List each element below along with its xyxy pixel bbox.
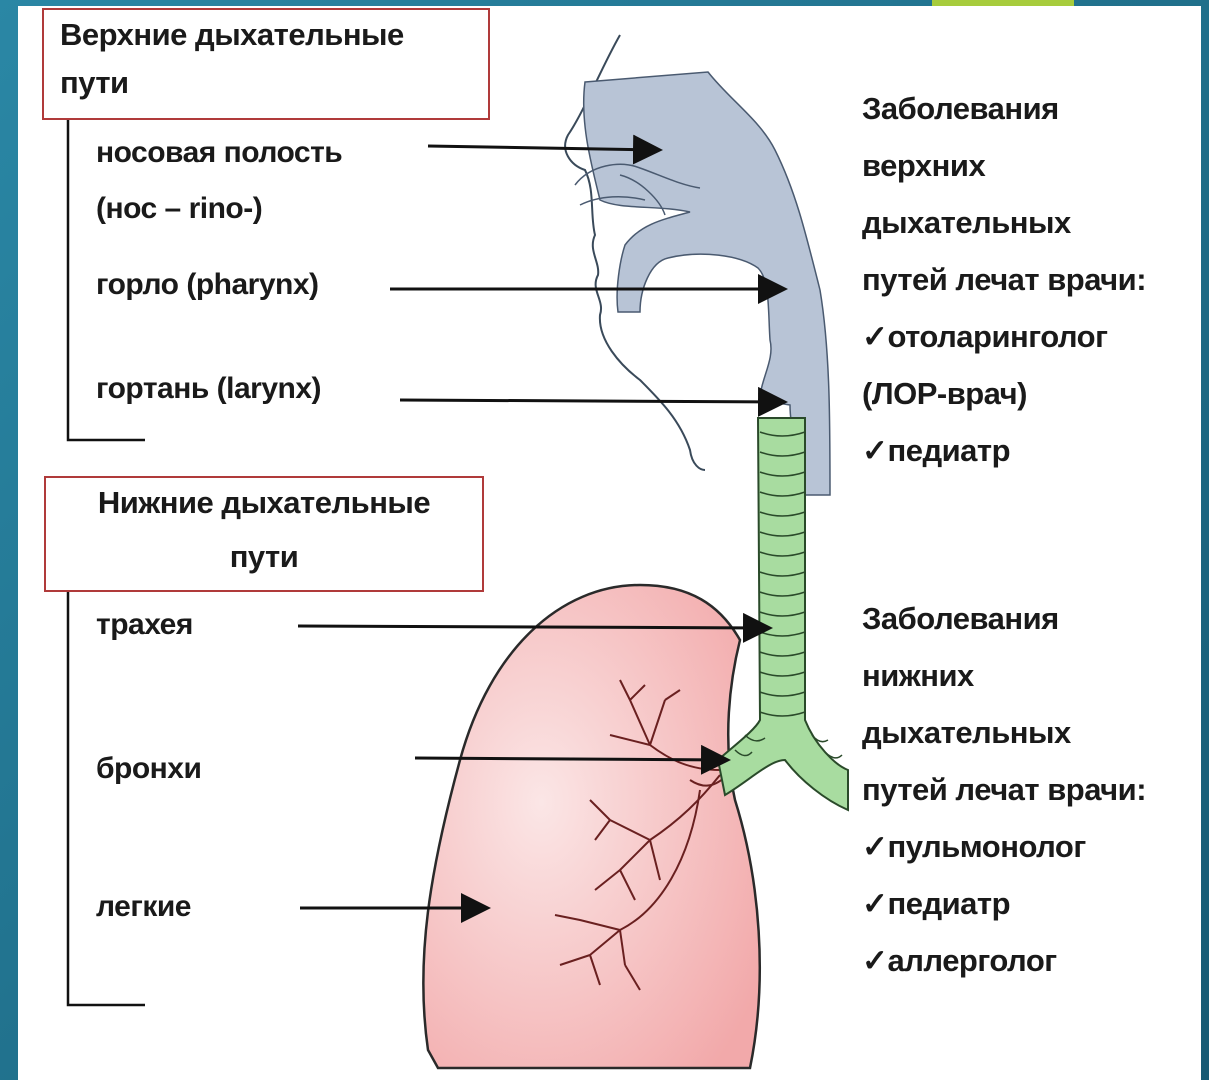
- label-nasal-cavity: носовая полость (нос – rino-): [96, 125, 342, 237]
- upper-doctor-ent-note: (ЛОР-врач): [862, 365, 1146, 422]
- lower-airways-title: Нижние дыхательные пути: [44, 476, 484, 592]
- lower-bracket: [68, 590, 145, 1005]
- label-nasal-line2: (нос – rino-): [96, 181, 342, 237]
- lung-shape: [423, 585, 759, 1068]
- lower-doctors-panel: Заболевания нижних дыхательных путей леч…: [862, 590, 1146, 989]
- upper-heading-1: Заболевания: [862, 80, 1146, 137]
- lower-title-line1: Нижние дыхательные: [46, 478, 482, 528]
- arrow-larynx: [400, 400, 785, 402]
- upper-doctors-panel: Заболевания верхних дыхательных путей ле…: [862, 80, 1146, 479]
- label-trachea: трахея: [96, 608, 193, 642]
- lower-heading-4: путей лечат врачи:: [862, 761, 1146, 818]
- arrow-trachea: [298, 626, 770, 628]
- upper-heading-2: верхних: [862, 137, 1146, 194]
- label-pharynx: горло (pharynx): [96, 268, 319, 302]
- lower-doctor-pulmonologist: ✓пульмонолог: [862, 818, 1146, 875]
- lower-doctor-allergist: ✓аллерголог: [862, 932, 1146, 989]
- label-nasal-line1: носовая полость: [96, 125, 342, 181]
- label-lungs: легкие: [96, 890, 191, 924]
- lower-heading-2: нижних: [862, 647, 1146, 704]
- upper-heading-3: дыхательных: [862, 194, 1146, 251]
- lower-doctor-pediatrician: ✓педиатр: [862, 875, 1146, 932]
- upper-title-line1: Верхние дыхательные: [60, 10, 488, 60]
- upper-airways-title: Верхние дыхательные пути: [42, 8, 490, 120]
- lower-heading-1: Заболевания: [862, 590, 1146, 647]
- lower-title-line2: пути: [46, 532, 482, 582]
- label-bronchi: бронхи: [96, 752, 201, 786]
- upper-doctor-ent: ✓отоларинголог: [862, 308, 1146, 365]
- lower-heading-3: дыхательных: [862, 704, 1146, 761]
- upper-title-line2: пути: [60, 58, 488, 108]
- upper-heading-4: путей лечат врачи:: [862, 251, 1146, 308]
- label-larynx: гортань (larynx): [96, 372, 321, 406]
- upper-doctor-pediatrician: ✓педиатр: [862, 422, 1146, 479]
- arrow-bronchi: [415, 758, 728, 760]
